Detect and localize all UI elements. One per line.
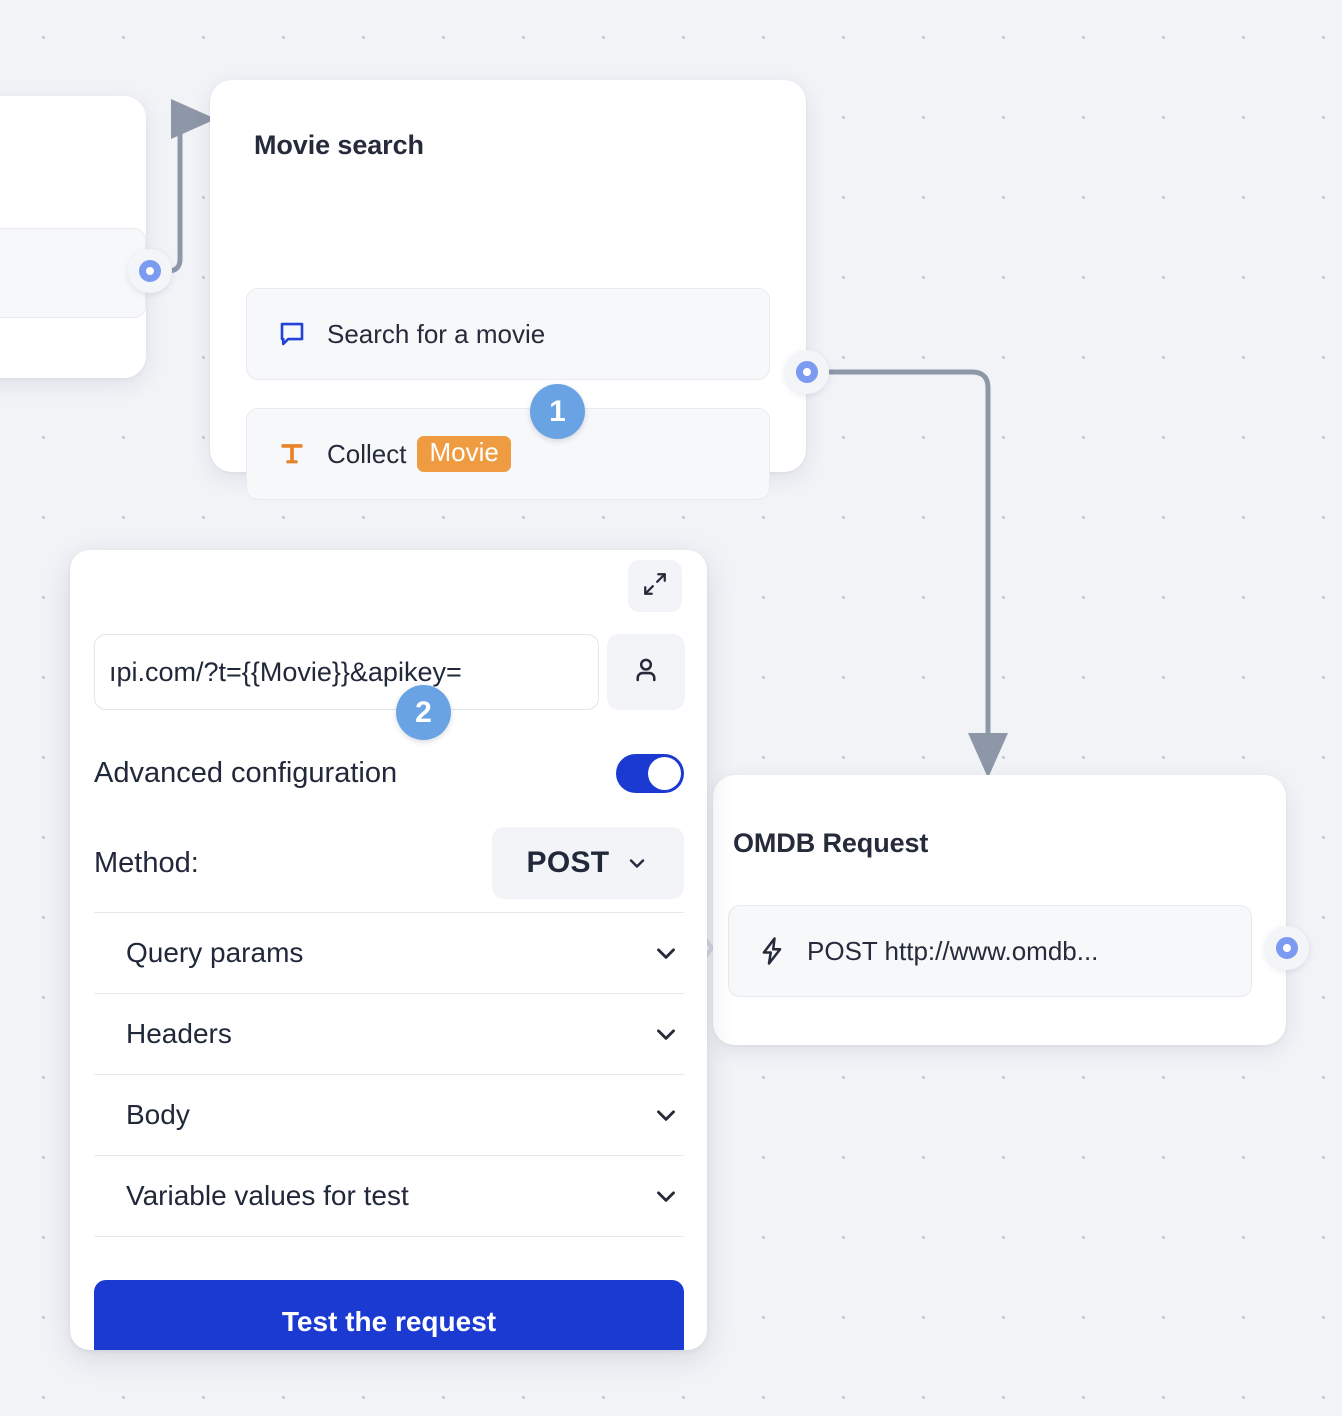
request-sections-accordion: Query params Headers Body — [94, 912, 684, 1237]
accordion-label: Headers — [126, 1018, 232, 1049]
test-the-request-button[interactable]: Test the request — [94, 1280, 684, 1350]
node-row-label: Search for a movie — [327, 318, 546, 349]
advanced-configuration-row[interactable]: Advanced configuration — [94, 746, 684, 800]
node-card-partial-left[interactable] — [0, 96, 146, 378]
accordion-label: Body — [126, 1099, 190, 1130]
node-title-omdb-request: OMDB Request — [733, 828, 929, 858]
method-select[interactable]: POST — [492, 827, 684, 899]
node-row-collect-movie[interactable]: Collect Movie — [246, 408, 770, 500]
text-format-icon — [275, 437, 309, 471]
chevron-down-icon — [651, 1181, 681, 1211]
accordion-label: Variable values for test — [126, 1180, 409, 1211]
edge-left-to-movie — [149, 99, 216, 274]
accordion-item-headers[interactable]: Headers — [94, 994, 684, 1075]
node-title-movie-search: Movie search — [254, 130, 424, 160]
step-badge-2: 2 — [396, 685, 451, 740]
speech-bubble-icon — [275, 317, 309, 351]
advanced-configuration-label: Advanced configuration — [94, 756, 398, 789]
variable-chip-movie[interactable]: Movie — [417, 435, 511, 473]
chevron-down-icon — [651, 1019, 681, 1049]
method-row: Method: POST — [94, 827, 684, 899]
accordion-item-body[interactable]: Body — [94, 1075, 684, 1156]
node-row-partial[interactable] — [0, 228, 146, 318]
method-selected-value: POST — [526, 846, 610, 879]
node-row-search-for-a-movie[interactable]: Search for a movie — [246, 288, 770, 380]
node-row-post-request[interactable]: POST http://www.omdb... — [728, 905, 1252, 997]
person-icon — [630, 654, 662, 691]
url-input[interactable] — [94, 634, 599, 710]
port-movie-search-output[interactable] — [785, 350, 829, 394]
url-row[interactable] — [94, 634, 685, 710]
lightning-bolt-icon — [755, 934, 789, 968]
credentials-button[interactable] — [607, 634, 685, 710]
chevron-down-icon — [625, 851, 649, 875]
chevron-down-icon — [651, 1100, 681, 1130]
accordion-label: Query params — [126, 937, 304, 968]
expand-panel-button[interactable] — [628, 560, 682, 612]
accordion-item-variable-values-for-test[interactable]: Variable values for test — [94, 1156, 684, 1237]
edge-movie-to-omdb — [827, 369, 1008, 778]
port-left-node-output[interactable] — [128, 249, 172, 293]
http-request-config-panel[interactable]: Advanced configuration Method: POST Quer… — [70, 550, 707, 1350]
accordion-item-query-params[interactable]: Query params — [94, 913, 684, 994]
step-badge-1: 1 — [530, 384, 585, 439]
node-row-label: POST http://www.omdb... — [807, 935, 1099, 966]
node-row-label: Collect — [327, 438, 407, 469]
node-card-movie-search[interactable]: Movie search Search for a movie Collect … — [210, 80, 806, 500]
method-label: Method: — [94, 846, 199, 879]
advanced-configuration-toggle[interactable] — [616, 753, 684, 793]
port-omdb-request-output[interactable] — [1265, 926, 1309, 970]
expand-diagonal-icon — [642, 571, 668, 602]
chevron-down-icon — [651, 938, 681, 968]
